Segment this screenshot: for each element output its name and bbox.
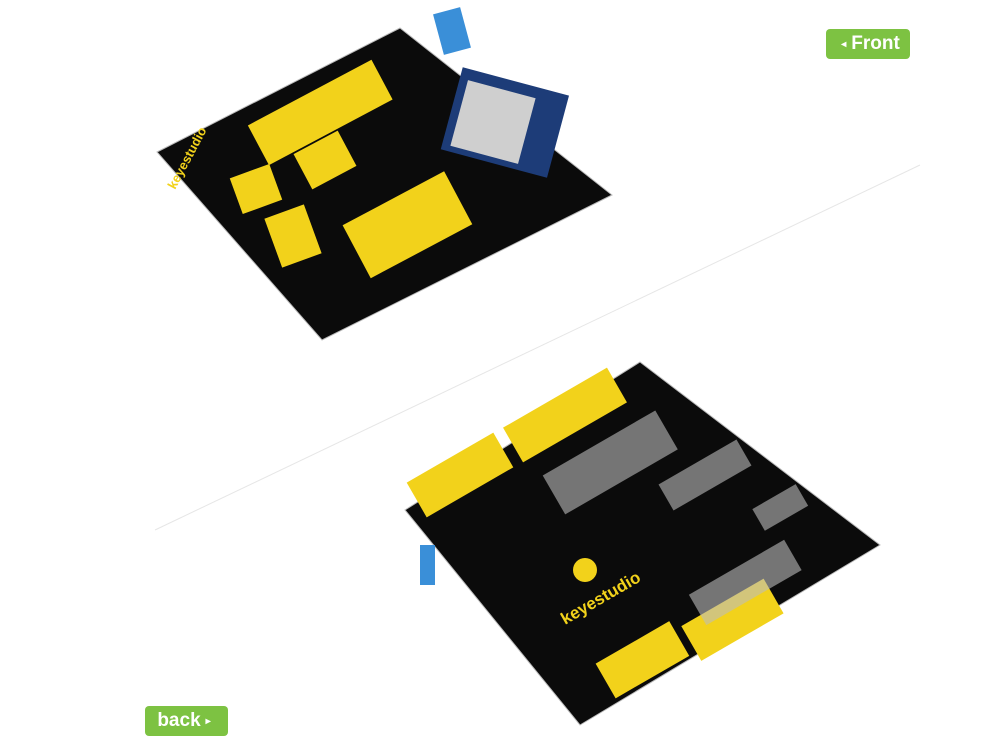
front-button[interactable]: ◂ Front — [826, 29, 910, 59]
triangle-right-icon: ▸ — [205, 715, 211, 727]
back-board-image: keyestudio — [404, 361, 881, 726]
back-label: back — [157, 710, 201, 731]
front-label: Front — [851, 33, 900, 54]
front-board-image: keyestudio — [156, 7, 613, 341]
triangle-left-icon: ◂ — [841, 38, 847, 50]
divider-line — [154, 164, 921, 531]
back-button[interactable]: back ▸ — [145, 706, 228, 736]
